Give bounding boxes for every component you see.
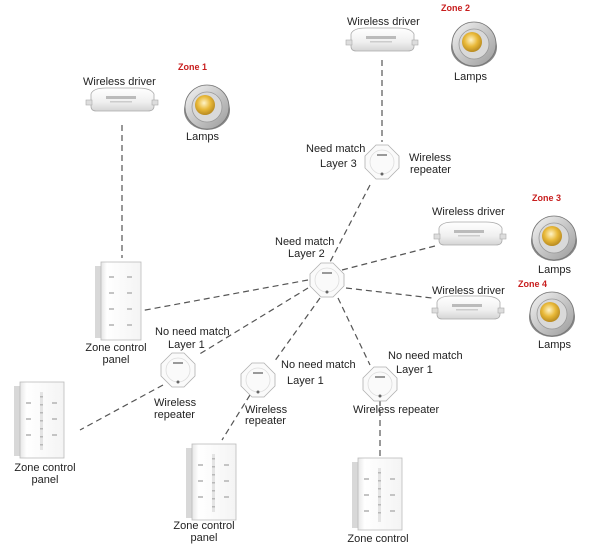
wireless-driver-label: Wireless driver	[347, 16, 420, 28]
wireless-driver-icon	[85, 87, 159, 112]
lamps-label: Lamps	[186, 131, 220, 143]
wireless-repeater-icon	[364, 144, 400, 180]
wireless-repeater-icon	[309, 262, 345, 298]
wireless-driver-icon	[431, 295, 505, 320]
zone-control-label: Zone control	[173, 520, 235, 532]
lamp-icon	[451, 21, 497, 67]
need-match-label: Need match	[275, 236, 335, 248]
wireless-label: Wireless	[154, 397, 197, 409]
no-need-match-label: No need match	[155, 326, 230, 338]
zone-1-label: Zone 1	[178, 62, 208, 72]
layer-1-label: Layer 1	[287, 375, 324, 387]
repeater-label: repeater	[410, 164, 451, 176]
need-match-label: Need match	[306, 143, 366, 155]
zone-control-panel-icon	[352, 457, 403, 531]
no-need-match-label: No need match	[281, 359, 356, 371]
panel-label: panel	[31, 474, 59, 486]
zone-4-label: Zone 4	[518, 279, 548, 289]
zone-control-panel-icon	[95, 261, 142, 341]
layer-1-label: Layer 1	[168, 339, 205, 351]
repeater-label: repeater	[245, 415, 286, 427]
wireless-label: Wireless	[245, 404, 288, 416]
wireless-driver-label: Wireless driver	[432, 206, 505, 218]
layer-2-label: Layer 2	[288, 248, 325, 260]
wireless-label: Wireless	[409, 152, 452, 164]
lamps-label: Lamps	[538, 339, 572, 351]
wireless-driver-icon	[345, 27, 419, 52]
zone-control-label: Zone control	[347, 533, 409, 545]
wireless-driver-icon	[433, 221, 507, 246]
layer-1-label: Layer 1	[396, 364, 433, 376]
wireless-driver-label: Wireless driver	[83, 76, 156, 88]
lamp-icon	[531, 215, 577, 261]
wireless-repeater-icon	[160, 352, 196, 388]
zone-2-label: Zone 2	[441, 3, 471, 13]
connection-lines	[79, 60, 436, 458]
lamps-label: Lamps	[454, 71, 488, 83]
repeater-label: repeater	[154, 409, 195, 421]
lamps-label: Lamps	[538, 264, 572, 276]
wireless-repeater-icon	[240, 362, 276, 398]
layer-3-label: Layer 3	[320, 158, 357, 170]
zone-control-label: Zone control	[85, 342, 147, 354]
wireless-driver-label: Wireless driver	[432, 285, 505, 297]
panel-label: panel	[102, 354, 130, 366]
zone-control-panel-icon	[186, 443, 237, 521]
zone-control-label: Zone control	[14, 462, 76, 474]
panel-label: panel	[190, 532, 218, 544]
wireless-repeater-icon	[362, 366, 398, 402]
lamp-icon	[529, 291, 575, 337]
zone-3-label: Zone 3	[532, 193, 562, 203]
no-need-match-label: No need match	[388, 350, 463, 362]
lamp-icon	[184, 84, 230, 130]
wireless-repeater-label: Wireless repeater	[353, 404, 440, 416]
zone-control-panel-icon	[14, 381, 65, 459]
